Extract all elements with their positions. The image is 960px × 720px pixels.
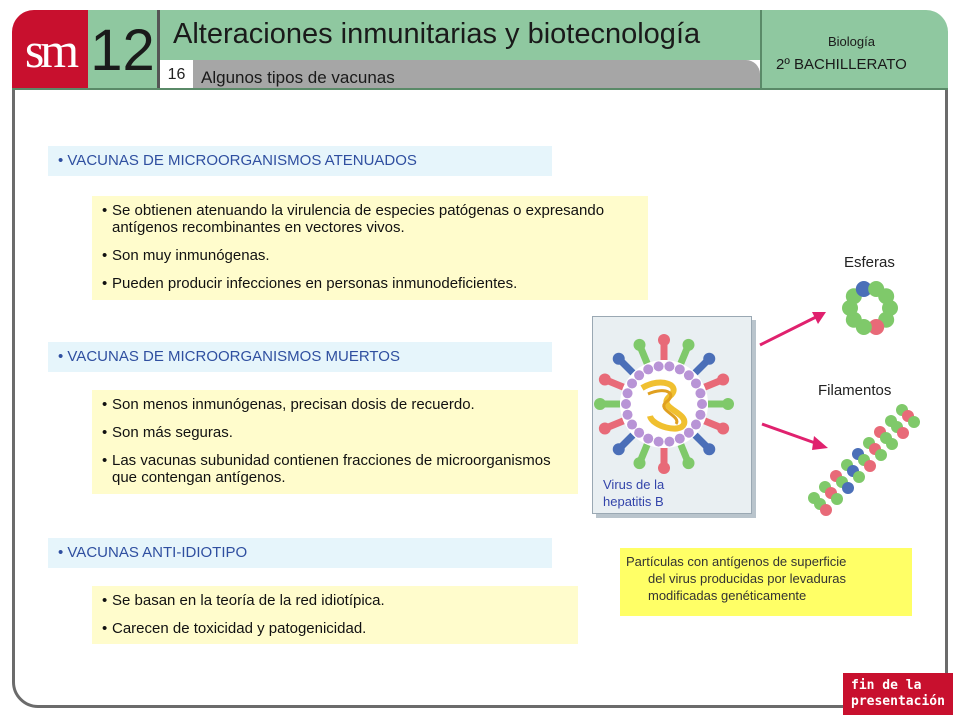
section-heading-killed: • VACUNAS DE MICROORGANISMOS MUERTOS — [48, 342, 552, 372]
header-divider — [12, 88, 948, 90]
list-item: •Pueden producir infecciones en personas… — [102, 275, 518, 292]
page-title: Alteraciones inmunitarias y biotecnologí… — [173, 18, 701, 50]
section-box-attenuated: •Se obtienen atenuando la virulencia de … — [92, 196, 648, 300]
page-subtitle: Algunos tipos de vacunas — [201, 68, 395, 87]
course-panel — [760, 10, 948, 90]
list-item: •Las vacunas subunidad contienen fraccio… — [102, 452, 551, 486]
list-item: •Se basan en la teoría de la red idiotíp… — [102, 592, 385, 609]
list-item: •Carecen de toxicidad y patogenicidad. — [102, 620, 367, 637]
subject-label: Biología — [828, 34, 875, 49]
unit-number: 12 — [88, 10, 160, 90]
course-label: 2º BACHILLERATO — [776, 56, 907, 73]
filaments-particle — [808, 404, 920, 516]
section-box-killed: •Son menos inmunógenas, precisan dosis d… — [92, 390, 578, 494]
list-item: •Son muy inmunógenas. — [102, 247, 270, 264]
section-box-anti-idiotype: •Se basan en la teoría de la red idiotíp… — [92, 586, 578, 644]
end-presentation-button[interactable]: fin de la presentación — [843, 673, 953, 715]
spheres-particle — [842, 280, 898, 336]
virus-label: Virus de la hepatitis B — [603, 477, 665, 509]
virus-illustration — [594, 334, 734, 474]
section-heading-attenuated: • VACUNAS DE MICROORGANISMOS ATENUADOS — [48, 146, 552, 176]
particles-caption: Partículas con antígenos de superficie d… — [620, 548, 912, 616]
filaments-label: Filamentos — [818, 382, 892, 399]
spheres-label: Esferas — [844, 254, 895, 271]
section-number: 16 — [160, 60, 193, 90]
section-heading-anti-idiotype: • VACUNAS ANTI-IDIOTIPO — [48, 538, 552, 568]
title-bar — [160, 10, 760, 60]
sm-logo: sm — [12, 10, 88, 90]
list-item: •Son menos inmunógenas, precisan dosis d… — [102, 396, 475, 413]
subtitle-bar — [160, 60, 760, 90]
list-item: •Se obtienen atenuando la virulencia de … — [102, 202, 605, 236]
list-item: •Son más seguras. — [102, 424, 233, 441]
